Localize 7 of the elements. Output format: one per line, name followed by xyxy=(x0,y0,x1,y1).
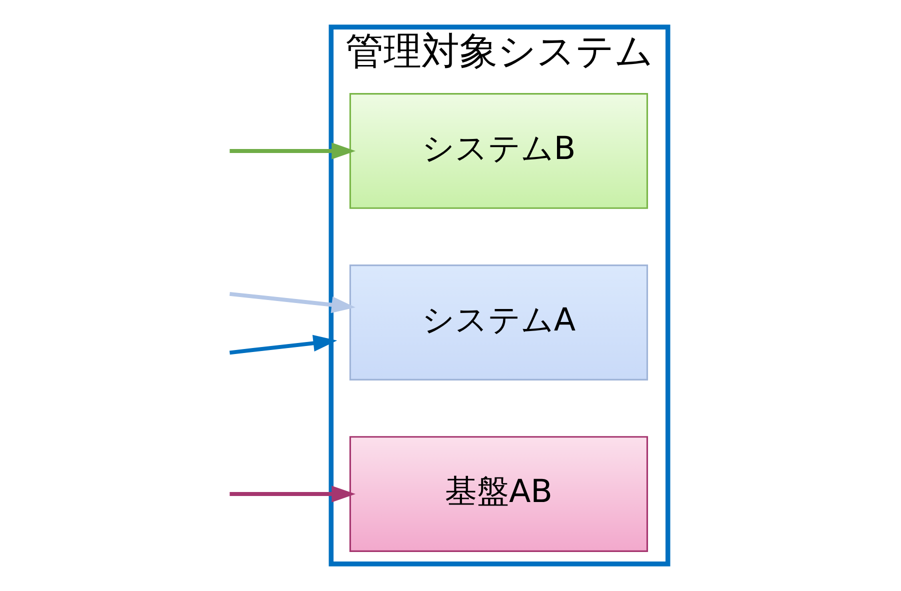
node-box: 基盤AB xyxy=(349,436,648,552)
node-box: システムB xyxy=(349,92,648,209)
arrow xyxy=(229,334,338,355)
arrow xyxy=(230,486,356,502)
arrow xyxy=(230,142,356,160)
arrow xyxy=(229,292,356,314)
node-box: システムA xyxy=(349,264,648,380)
